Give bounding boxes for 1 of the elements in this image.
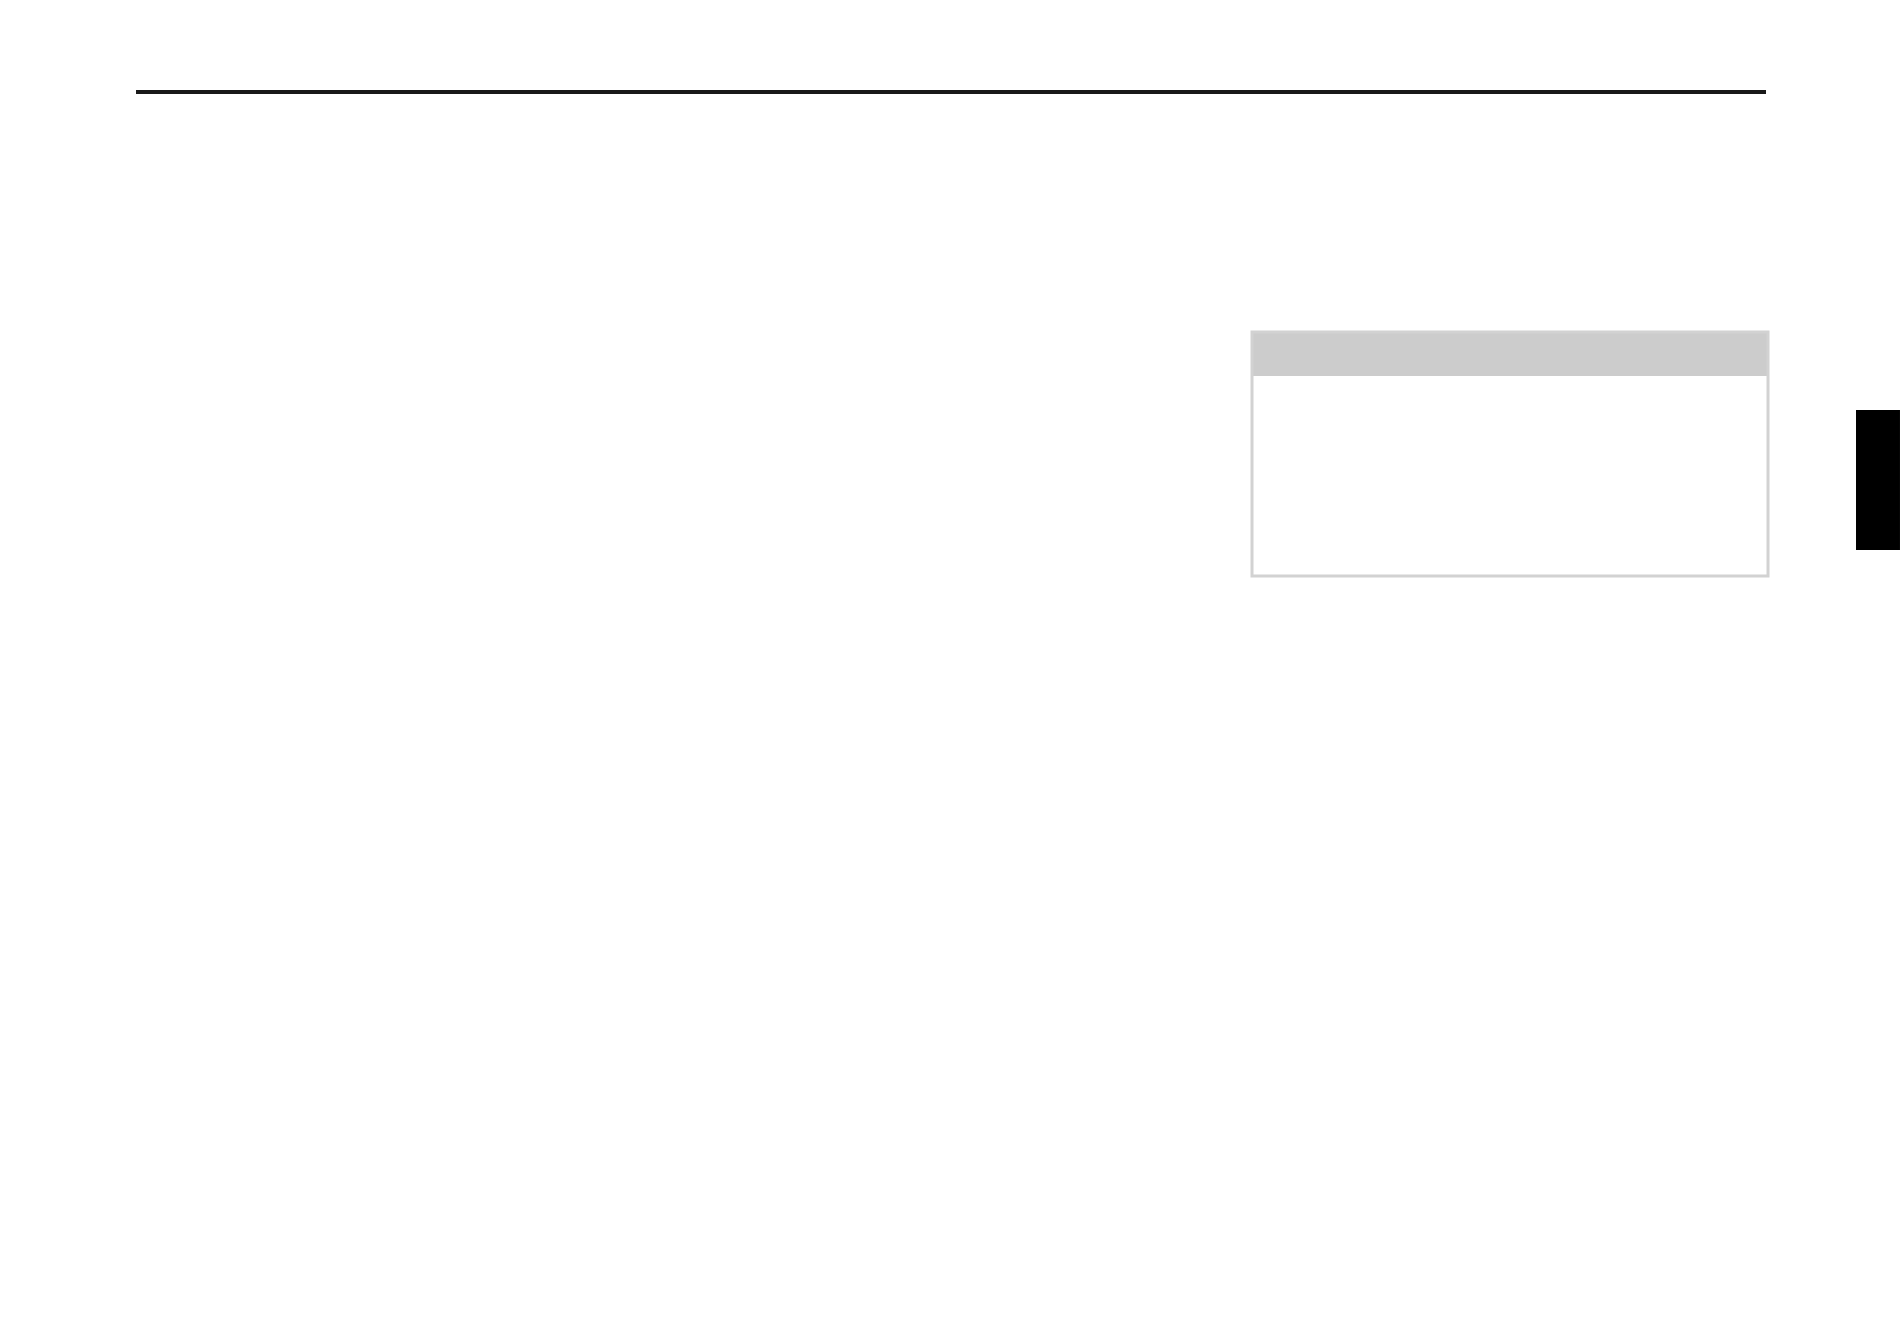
info-box — [1250, 330, 1770, 578]
